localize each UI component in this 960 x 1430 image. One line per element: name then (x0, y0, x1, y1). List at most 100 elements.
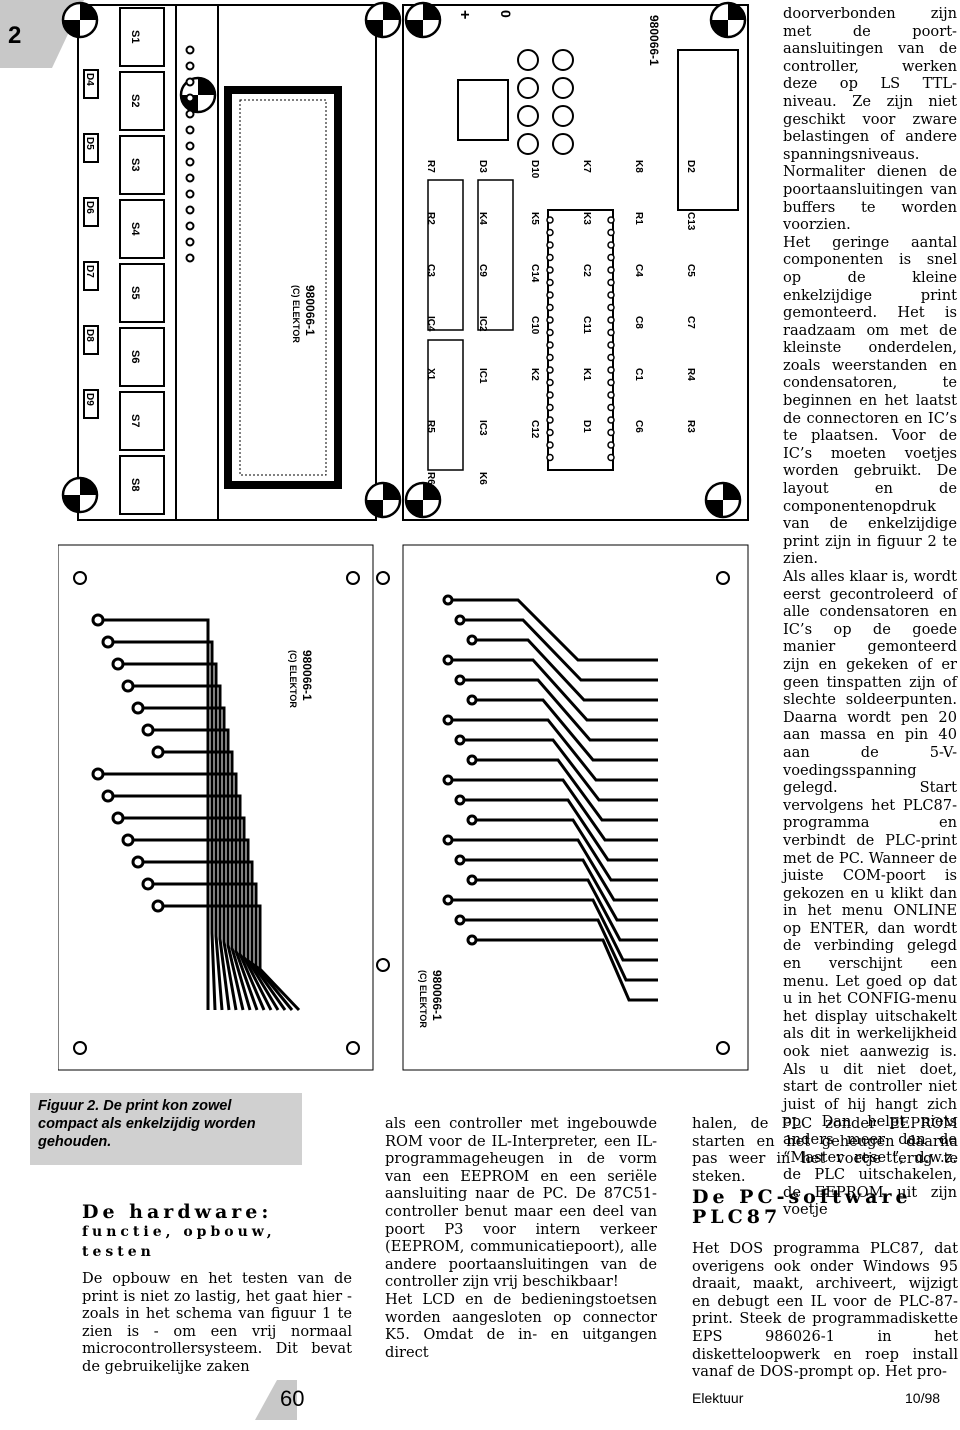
component-label: C14 (529, 264, 540, 283)
component-label: D10 (529, 160, 540, 179)
switch-label: S4 (129, 222, 141, 236)
section-heading-line: De hardware: (82, 1201, 273, 1223)
pad (607, 353, 615, 362)
pcb-board-code: 980066-1 (300, 650, 314, 701)
copper-trace (472, 818, 658, 882)
copper-trace (472, 698, 658, 762)
copper-trace (448, 838, 658, 902)
component-label: R2 (425, 212, 436, 225)
switch-label: S7 (129, 414, 141, 427)
pad (442, 774, 454, 786)
pad (185, 173, 195, 183)
section-heading-hardware: De hardware: functie, opbouw, testen (82, 1200, 352, 1262)
pad (151, 899, 165, 913)
component-label: R3 (685, 420, 696, 433)
component-label: X1 (425, 368, 436, 381)
pad (91, 613, 105, 627)
pad (546, 453, 554, 462)
component-label: IC1 (477, 368, 488, 384)
pad (141, 877, 155, 891)
copper-trace (472, 878, 658, 942)
pad (185, 237, 195, 247)
copper-trace (118, 816, 273, 1011)
body-text-column-2: als een controller met ingebouwde ROM vo… (385, 1115, 657, 1361)
pad (111, 811, 125, 825)
pad (466, 754, 478, 766)
copper-trace (460, 798, 658, 862)
diode-label: D9 (84, 393, 95, 406)
component-label: D3 (477, 160, 488, 173)
copper-trace (472, 638, 658, 702)
diode-outline (83, 133, 99, 163)
component-label: R1 (633, 212, 644, 225)
section-heading-line: functie, opbouw, (82, 1224, 276, 1240)
section-heading-line: testen (82, 1244, 155, 1260)
section-heading-line: De PC-software (692, 1186, 912, 1208)
pad (185, 125, 195, 135)
component-label: C13 (685, 212, 696, 231)
switch-label: S2 (129, 94, 141, 107)
component-label: C3 (425, 264, 436, 277)
pad (546, 416, 554, 424)
pad (185, 93, 195, 103)
copper-trace (138, 860, 287, 1011)
pad (185, 61, 195, 71)
registration-mark (704, 481, 742, 519)
copper-trace (448, 718, 658, 782)
copper-trace (448, 598, 658, 662)
pad (546, 341, 554, 349)
copper-trace (128, 838, 280, 1011)
component-label: K6 (477, 472, 488, 485)
switch-label: S8 (129, 478, 141, 491)
copper-trace (158, 750, 252, 1011)
copper-side-lcd (58, 544, 374, 1071)
pcb-figure: 980066-1 (C) ELEKTOR 980066-1 (C) ELEKTO… (58, 1, 749, 1071)
diode-outline (83, 325, 99, 355)
copper-trace (460, 918, 658, 982)
pad (141, 723, 155, 737)
pad (607, 228, 615, 237)
copper-trace (472, 758, 658, 822)
paragraph: als een controller met ingebouwde ROM vo… (385, 1115, 657, 1291)
component-label: R5 (425, 420, 436, 433)
component-label: C9 (477, 264, 488, 277)
switch-outline (119, 135, 165, 195)
component-label: K2 (529, 368, 540, 381)
diode-label: D8 (84, 329, 95, 342)
pad (546, 391, 554, 399)
pcb-board-code: 980066-1 (430, 970, 444, 1021)
switch-label: S6 (129, 350, 141, 363)
registration-mark (61, 476, 99, 514)
pad (546, 303, 554, 312)
page-tab: 2 (0, 0, 52, 68)
component-label: D2 (685, 160, 696, 173)
pad (454, 794, 466, 806)
capacitor-outline (552, 77, 574, 99)
pcb-copyright: (C) ELEKTOR (418, 970, 428, 1028)
section-heading-line: PLC87 (692, 1206, 782, 1228)
copper-trace (460, 678, 658, 742)
capacitor-outline (517, 77, 539, 99)
component-label: C6 (633, 420, 644, 433)
switch-outline (119, 263, 165, 323)
component-label: C8 (633, 316, 644, 329)
pad (185, 109, 195, 119)
pcb-board-code: 980066-1 (647, 15, 661, 66)
copper-trace (448, 778, 658, 842)
component-label: D1 (581, 420, 592, 433)
registration-mark (709, 1, 747, 39)
page-tab-number: 2 (8, 22, 22, 49)
component-label: C7 (685, 316, 696, 329)
pad (454, 854, 466, 866)
issue-number: 10/98 (905, 1390, 941, 1406)
diode-outline (83, 389, 99, 419)
pad (546, 278, 554, 287)
pad (607, 266, 615, 274)
pad (442, 714, 454, 726)
pad (546, 266, 554, 274)
capacitor-outline (517, 105, 539, 127)
pad (607, 278, 615, 287)
registration-mark (61, 1, 99, 39)
capacitor-outline (517, 133, 539, 155)
pcb-plus-label: + (456, 10, 473, 19)
